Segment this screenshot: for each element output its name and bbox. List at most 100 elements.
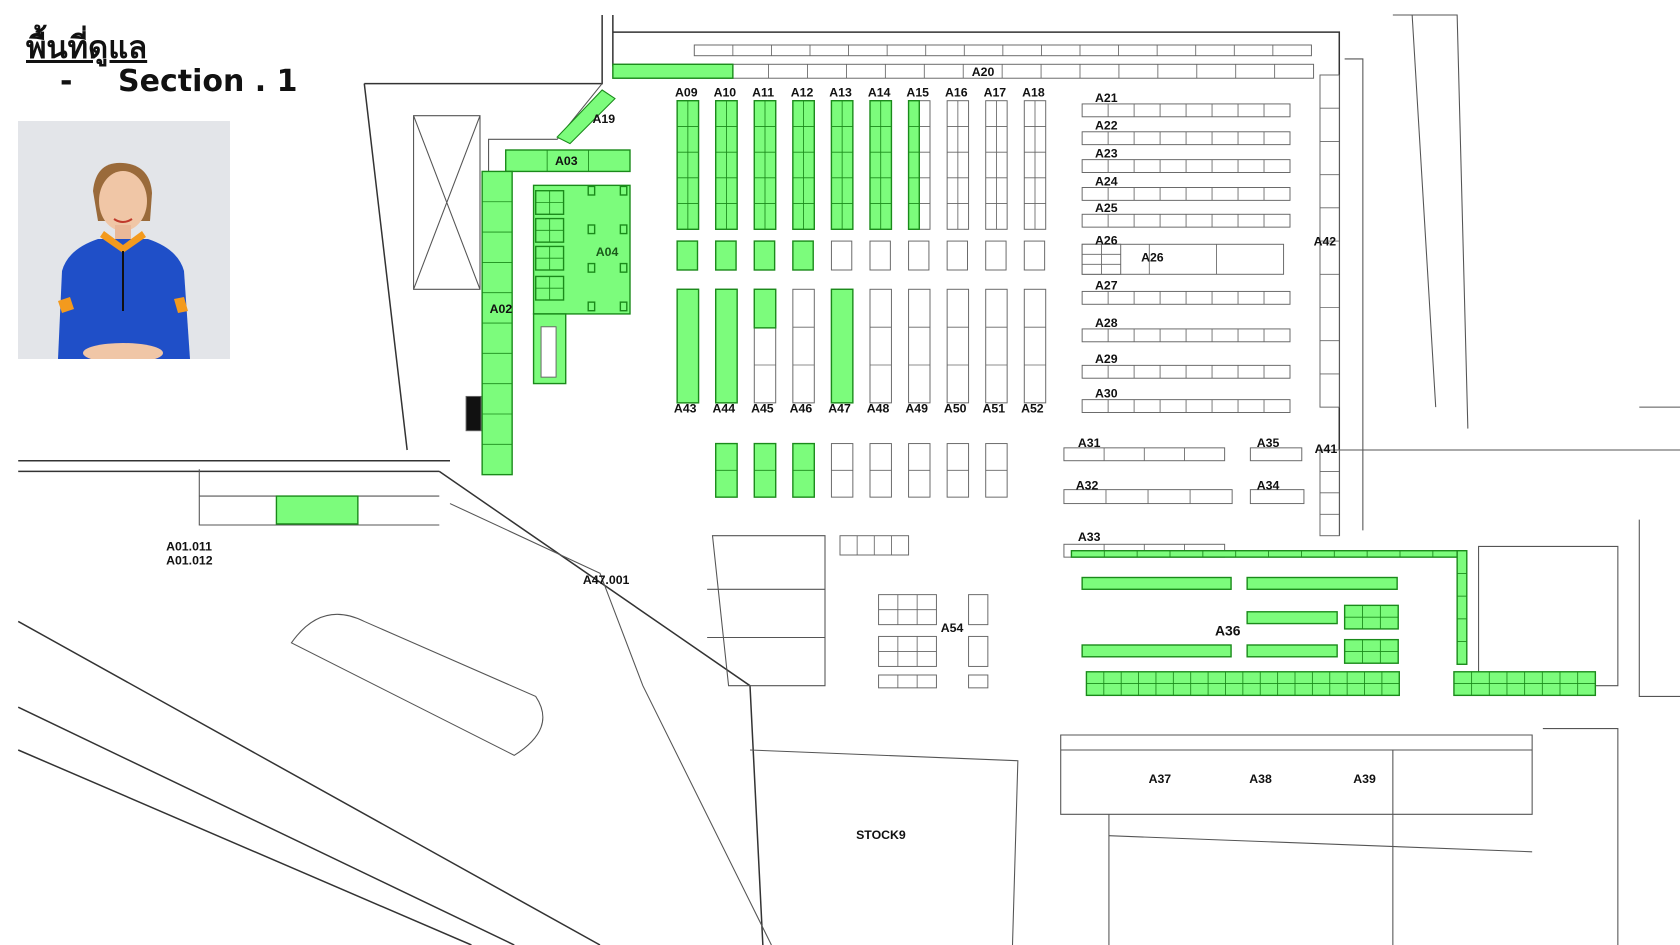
rack-A36-1 — [1081, 576, 1232, 590]
label-A26: A26 — [1141, 250, 1164, 264]
page-title: พื้นที่ดูแล — [26, 30, 148, 66]
label-A13: A13 — [829, 85, 852, 99]
label-A51: A51 — [982, 402, 1005, 416]
rack-A49 — [908, 288, 931, 404]
label-A37: A37 — [1149, 772, 1172, 786]
racks — [275, 44, 1597, 697]
section-label: - Section . 1 — [60, 64, 298, 99]
label-A16: A16 — [945, 85, 968, 99]
rack-A50 — [946, 288, 970, 404]
rack-A51 — [985, 288, 1008, 404]
endcap-9 — [1023, 240, 1046, 271]
label-A22: A22 — [1095, 119, 1118, 133]
rack-A52 — [1023, 288, 1047, 404]
rack-A43-assigned — [676, 288, 700, 404]
label-A19: A19 — [593, 112, 616, 126]
label-A34: A34 — [1257, 479, 1280, 493]
table-3 — [878, 674, 937, 689]
post-A04-a1 — [587, 224, 596, 235]
rack-A19 — [556, 89, 616, 145]
label-A23: A23 — [1095, 147, 1118, 161]
label-A35: A35 — [1257, 436, 1280, 450]
label-A29: A29 — [1095, 352, 1118, 366]
post-A04-b2 — [619, 262, 628, 273]
endcap-2 — [753, 240, 776, 271]
table-5 — [968, 635, 989, 667]
zone-labels: A19 A03 A04 A02 A20 A26 A31 A32 A33 A34 … — [166, 65, 1376, 842]
label-A09: A09 — [675, 85, 698, 99]
label-A44: A44 — [713, 402, 736, 416]
staff-photo — [18, 121, 230, 359]
post-A04-a2 — [587, 262, 596, 273]
label-stock9: STOCK9 — [856, 828, 906, 842]
rack-A46 — [792, 288, 815, 404]
label-A43: A43 — [674, 402, 697, 416]
label-A03: A03 — [555, 154, 578, 168]
label-A39: A39 — [1353, 772, 1376, 786]
label-A11: A11 — [752, 85, 774, 99]
table-4 — [968, 594, 989, 626]
label-A47: A47 — [828, 402, 851, 416]
rack-A15-assigned — [907, 100, 920, 230]
rack-A48 — [869, 288, 892, 404]
rack-side-assigned — [1456, 550, 1468, 665]
label-A01-011: A01.011 — [166, 540, 212, 554]
label-A04: A04 — [596, 245, 619, 259]
rack-A45-assigned — [753, 288, 777, 329]
label-A10: A10 — [714, 85, 737, 99]
person-image — [18, 121, 230, 359]
label-A48: A48 — [867, 402, 890, 416]
table-6 — [968, 674, 989, 689]
endcap-1 — [715, 240, 737, 271]
label-A33: A33 — [1078, 530, 1101, 544]
label-A26: A26 — [1095, 233, 1118, 247]
section-name: Section . 1 — [118, 64, 298, 99]
label-A50: A50 — [944, 402, 967, 416]
rack-A03 — [505, 149, 631, 173]
label-A20: A20 — [972, 65, 995, 79]
zone-A01-assigned — [275, 495, 359, 525]
zone-A04-table — [540, 326, 557, 378]
label-A01-012: A01.012 — [166, 554, 213, 568]
rack-A36-4 — [1081, 644, 1232, 658]
label-A52: A52 — [1021, 402, 1044, 416]
rack-A36-5 — [1246, 644, 1338, 658]
rack-A20-assigned — [612, 63, 734, 79]
label-A49: A49 — [905, 402, 928, 416]
post-A04-b0 — [619, 185, 628, 196]
label-A42: A42 — [1314, 234, 1337, 248]
endcap-6 — [908, 240, 930, 271]
rack-A47-assigned — [830, 288, 854, 404]
endcap-3 — [792, 240, 814, 271]
label-A24: A24 — [1095, 174, 1118, 188]
label-A25: A25 — [1095, 201, 1118, 215]
label-A21: A21 — [1095, 91, 1118, 105]
bullet-dash: - — [60, 64, 73, 99]
rack-A35 — [1249, 447, 1303, 462]
label-A28: A28 — [1095, 316, 1118, 330]
label-A30: A30 — [1095, 387, 1118, 401]
label-A32: A32 — [1076, 479, 1099, 493]
label-A36: A36 — [1215, 622, 1241, 638]
label-A46: A46 — [790, 402, 813, 416]
post-A04-a3 — [587, 301, 596, 312]
label-A27: A27 — [1095, 278, 1118, 292]
label-A54: A54 — [941, 621, 964, 635]
black-block — [465, 395, 482, 432]
rack-A34 — [1249, 489, 1305, 505]
label-A02: A02 — [490, 302, 513, 316]
label-A17: A17 — [984, 85, 1007, 99]
endcap-5 — [869, 240, 891, 271]
rack-A36-2 — [1246, 576, 1398, 590]
label-A31: A31 — [1078, 436, 1101, 450]
label-A45: A45 — [751, 402, 774, 416]
post-A04-b3 — [619, 301, 628, 312]
post-A04-b1 — [619, 224, 628, 235]
endcap-8 — [985, 240, 1007, 271]
label-A38: A38 — [1249, 772, 1272, 786]
post-A04-a0 — [587, 185, 596, 196]
endcap-0 — [676, 240, 699, 271]
endcap-7 — [946, 240, 968, 271]
label-A14: A14 — [868, 85, 891, 99]
